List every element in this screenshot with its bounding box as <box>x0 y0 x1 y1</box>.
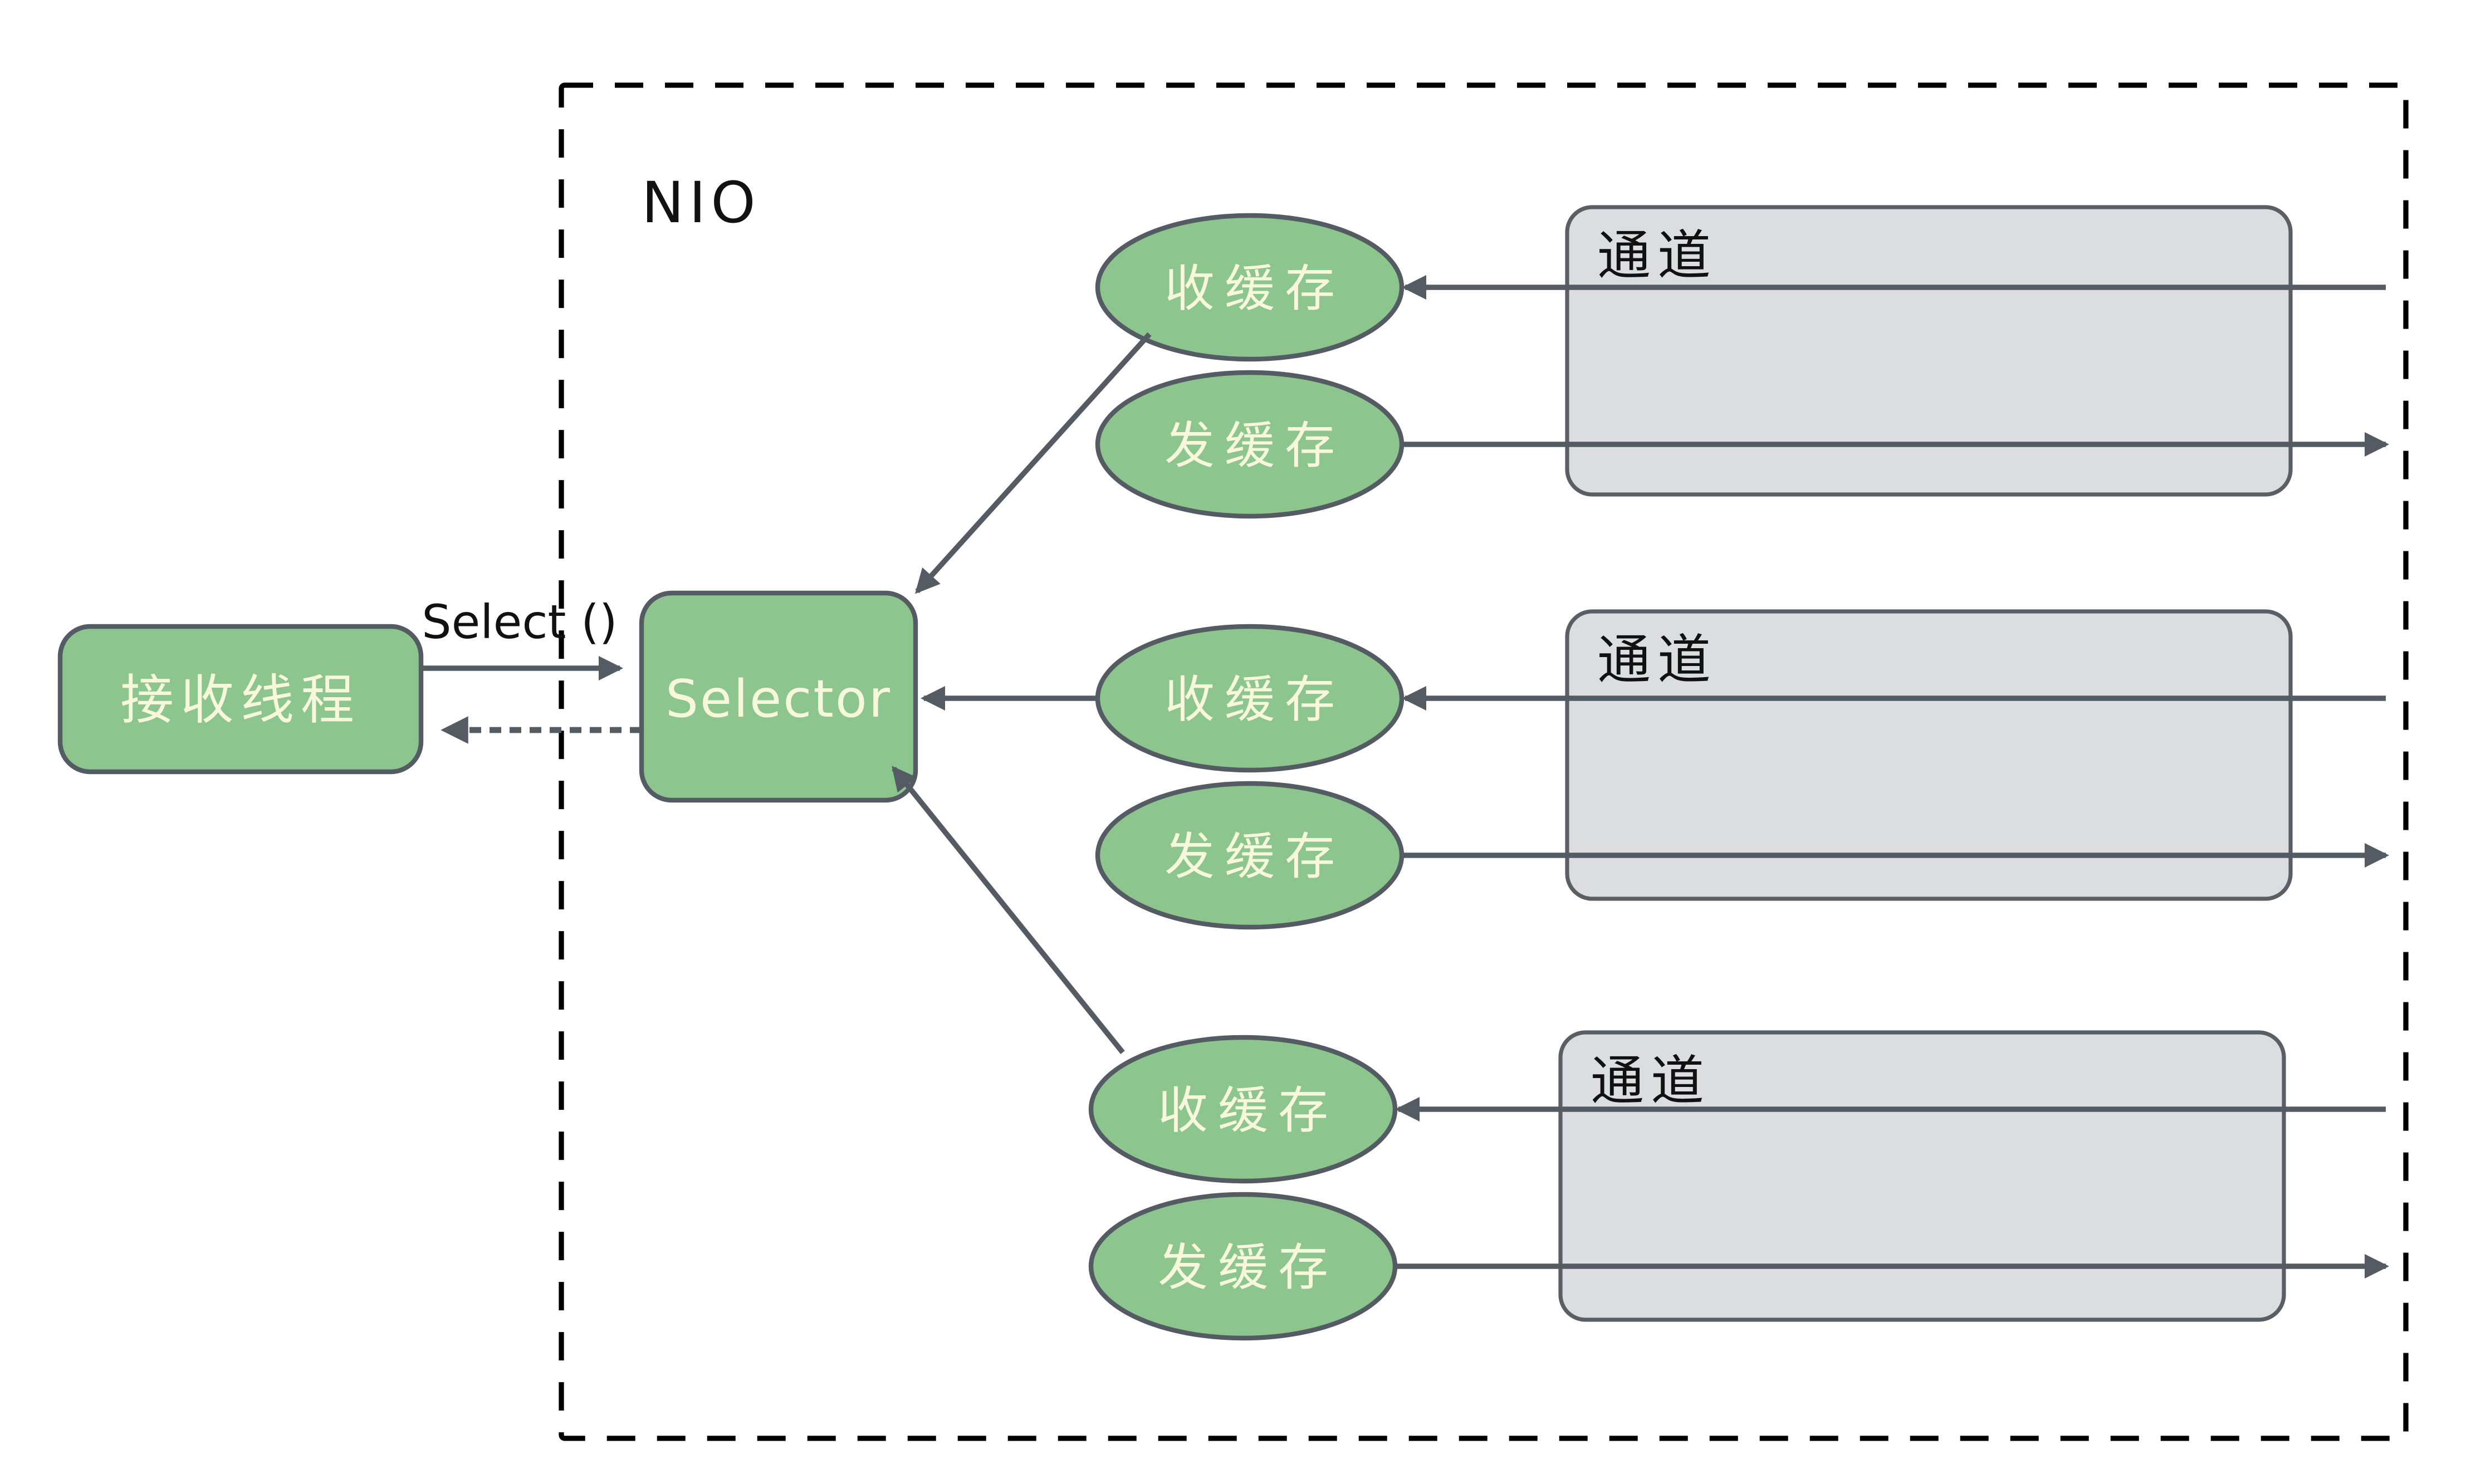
receive-buffer-label-3: 收缓存 <box>1158 1081 1338 1140</box>
selector-box <box>639 590 918 803</box>
nio-frame <box>559 82 2409 1441</box>
receive-buffer-label-2: 收缓存 <box>1164 670 1345 729</box>
buffer-group-2: 收缓存 发缓存 <box>1095 624 1405 930</box>
buffer-group-1: 收缓存 发缓存 <box>1095 213 1405 519</box>
channel-group-1: 通道 <box>1565 205 2293 497</box>
receiver-thread-label: 接收线程 <box>120 669 361 731</box>
buffer-group-3: 收缓存 发缓存 <box>1088 1035 1398 1341</box>
send-buffer-label-1: 发缓存 <box>1164 417 1345 475</box>
selector-node: Selector <box>639 590 918 803</box>
receive-buffer-to-selector-arrow-1 <box>914 332 1152 594</box>
channel-box-3 <box>1558 1030 2286 1322</box>
receive-buffer-to-selector-arrow-3 <box>892 766 1125 1055</box>
channel-label-3: 通道 <box>1591 1050 1711 1112</box>
select-call-label: Select () <box>422 595 617 649</box>
send-buffer-label-2: 发缓存 <box>1164 827 1345 886</box>
channel-group-3: 通道 <box>1558 1030 2286 1322</box>
send-buffer-label-3: 发缓存 <box>1158 1238 1338 1297</box>
channel-box-1 <box>1565 205 2293 497</box>
selector-label: Selector <box>666 669 892 729</box>
channel-group-2: 通道 <box>1565 609 2293 901</box>
receiver-thread-box <box>57 624 424 775</box>
nio-frame-label: NIO <box>642 170 761 236</box>
receiver-thread-node: 接收线程 <box>57 624 424 775</box>
channel-box-2 <box>1565 609 2293 901</box>
channel-label-1: 通道 <box>1597 224 1718 287</box>
channel-label-2: 通道 <box>1597 629 1718 691</box>
receive-buffer-label-1: 收缓存 <box>1164 259 1345 318</box>
